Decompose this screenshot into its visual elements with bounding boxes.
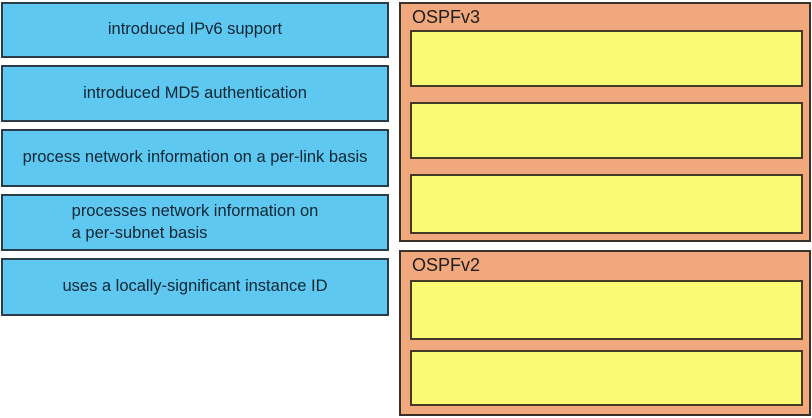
drag-item-label: processes network information on a per-s… [71, 202, 319, 242]
drop-slot-ospfv2-2[interactable] [410, 350, 803, 406]
drag-item-label: introduced IPv6 support [107, 20, 283, 39]
drag-item-introduced-ipv6-support[interactable]: introduced IPv6 support [1, 2, 389, 58]
drag-item-label: process network information on a per-lin… [22, 148, 368, 167]
drop-slot-ospfv2-1[interactable] [410, 280, 803, 340]
drop-group-ospfv2: OSPFv2 [399, 250, 811, 416]
drop-group-ospfv2-title: OSPFv2 [412, 255, 481, 275]
drag-item-label: introduced MD5 authentication [83, 83, 307, 102]
drop-group-ospfv3: OSPFv3 [399, 2, 811, 242]
drop-slot-ospfv3-3[interactable] [410, 174, 803, 234]
drag-item-locally-significant-instance-id[interactable]: uses a locally-significant instance ID [1, 258, 389, 316]
drag-item-per-subnet-basis[interactable]: processes network information on a per-s… [1, 194, 389, 251]
drag-item-per-link-basis[interactable]: process network information on a per-lin… [1, 129, 389, 187]
drop-slot-ospfv3-1[interactable] [410, 30, 803, 87]
drop-group-ospfv3-title: OSPFv3 [412, 7, 481, 27]
drag-item-label: uses a locally-significant instance ID [62, 277, 328, 296]
drag-item-introduced-md5-authentication[interactable]: introduced MD5 authentication [1, 65, 389, 122]
drop-slot-ospfv3-2[interactable] [410, 102, 803, 159]
